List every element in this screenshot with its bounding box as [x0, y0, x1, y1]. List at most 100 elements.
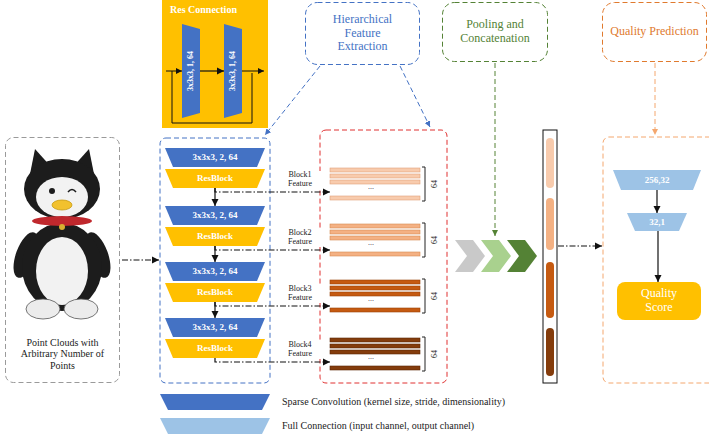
input-panel: Point Clouds with Arbitrary Number of Po… — [5, 137, 120, 383]
feature-stripe — [330, 366, 420, 370]
legend-entry: Full Connection (input channel, output c… — [160, 418, 474, 434]
feature-stack: ...64 — [330, 336, 438, 372]
toy-body — [22, 223, 102, 311]
extraction-column-border — [160, 138, 270, 383]
stage-pointer — [265, 66, 320, 135]
dimension-bracket — [422, 167, 425, 201]
feature-stack-shape — [330, 166, 438, 202]
feature-stack: ...64 — [330, 222, 438, 258]
prediction-group-border — [603, 137, 709, 383]
feature-stripe — [330, 236, 420, 240]
node-label: 256,32 — [645, 175, 670, 185]
node-label: 32,1 — [649, 217, 665, 227]
legend-entry: Sparse Convolution (kernel size, stride,… — [160, 394, 505, 410]
block-shape — [165, 206, 265, 225]
block-shape — [165, 318, 265, 337]
res-input-line — [166, 71, 182, 72]
node-label: ResBlock — [197, 231, 233, 241]
toy-belly — [36, 237, 88, 305]
pooled-segment — [546, 198, 554, 250]
node-label: Pooling and Concatenation — [449, 18, 541, 46]
node-label: Hierarchical Feature Extraction — [321, 13, 405, 54]
stage-label: Hierarchical Feature Extraction — [305, 2, 420, 65]
edge-label: Block2 Feature — [278, 229, 322, 247]
dimension-bracket — [422, 337, 425, 371]
pooled-segment — [546, 138, 554, 188]
chevron-arrow — [481, 240, 511, 272]
block-shape — [165, 169, 265, 188]
feature-stripe — [330, 252, 420, 256]
node-label: 3x3x3, 2, 64 — [193, 266, 238, 276]
pooled-segment — [546, 262, 554, 318]
feature-stack-shape — [330, 222, 438, 258]
toy-eye — [68, 190, 76, 193]
stage-pointer — [655, 63, 656, 135]
sparse-conv-block: 3x3x3, 2, 64 — [165, 206, 265, 225]
sparse-conv-block: 3x3x3, 2, 64 — [165, 148, 265, 167]
block-shape — [165, 148, 265, 167]
sparse-conv-block: 3x3x3, 2, 64 — [165, 318, 265, 337]
node-label: 3x3x3, 1, 64 — [186, 51, 195, 91]
legend-swatch — [160, 418, 270, 434]
flow-arrow — [200, 70, 224, 71]
feature-stripe — [330, 230, 420, 234]
flow-arrow — [657, 231, 658, 282]
block-shape — [224, 24, 242, 118]
res-connection-panel: 3x3x3, 1, 64 3x3x3, 1, 64 Res Connection — [162, 0, 268, 128]
res-block: ResBlock — [165, 283, 265, 302]
toy-face — [36, 177, 88, 217]
node-label: 3x3x3, 1, 64 — [228, 51, 237, 91]
ellipsis-mark: ... — [368, 239, 374, 247]
input-arrow — [122, 259, 159, 260]
feature-stripe — [330, 308, 420, 312]
feature-stack-shape — [330, 336, 438, 372]
pooled-segment — [546, 328, 554, 376]
node-label: ResBlock — [197, 287, 233, 297]
vector-arrow — [558, 245, 602, 246]
block-shape — [165, 339, 265, 358]
feature-stripe — [330, 292, 420, 296]
stage-label: Pooling and Concatenation — [442, 2, 548, 62]
fc-layer: 32,1 — [627, 213, 687, 231]
block-shape — [165, 262, 265, 281]
res-block: ResBlock — [165, 227, 265, 246]
node-label: Quality Score — [629, 287, 689, 315]
toy-foot — [64, 299, 98, 319]
legend-label: Sparse Convolution (kernel size, stride,… — [282, 396, 505, 408]
ellipsis-mark: ... — [368, 295, 374, 303]
toy-head — [24, 159, 100, 219]
toy-foot — [26, 299, 60, 319]
legend-swatch — [160, 394, 270, 410]
block-shape — [617, 282, 701, 320]
edge-label: Block4 Feature — [278, 341, 322, 359]
feature-stack: ...64 — [330, 278, 438, 314]
res-output-line — [242, 71, 264, 72]
toy-beak — [52, 200, 72, 210]
res-block: ResBlock — [165, 339, 265, 358]
sparse-conv-block: 3x3x3, 1, 64 — [224, 24, 242, 118]
quality-score-box: Quality Score — [617, 282, 701, 320]
feature-stripe — [330, 350, 420, 354]
feature-stripe — [330, 344, 420, 348]
ellipsis-mark: ... — [368, 353, 374, 361]
dimension-label: 64 — [431, 180, 439, 188]
legend-label: Full Connection (input channel, output c… — [282, 420, 474, 432]
block-shape — [165, 283, 265, 302]
dashed-border — [443, 3, 548, 62]
dimension-bracket — [422, 279, 425, 313]
node-label: 3x3x3, 2, 64 — [193, 322, 238, 332]
node-label: Quality Prediction — [610, 25, 698, 39]
edge-label: Block1 Feature — [278, 171, 322, 189]
node-label: ResBlock — [197, 343, 233, 353]
node-label: Res Connection — [170, 4, 237, 16]
flow-arrow — [656, 190, 657, 213]
res-connection-fill — [162, 0, 268, 128]
node-label: Point Clouds with Arbitrary Number of Po… — [13, 337, 113, 372]
node-label: 3x3x3, 2, 64 — [193, 210, 238, 220]
edge-label: Block3 Feature — [278, 285, 322, 303]
feature-stripe — [330, 174, 420, 178]
